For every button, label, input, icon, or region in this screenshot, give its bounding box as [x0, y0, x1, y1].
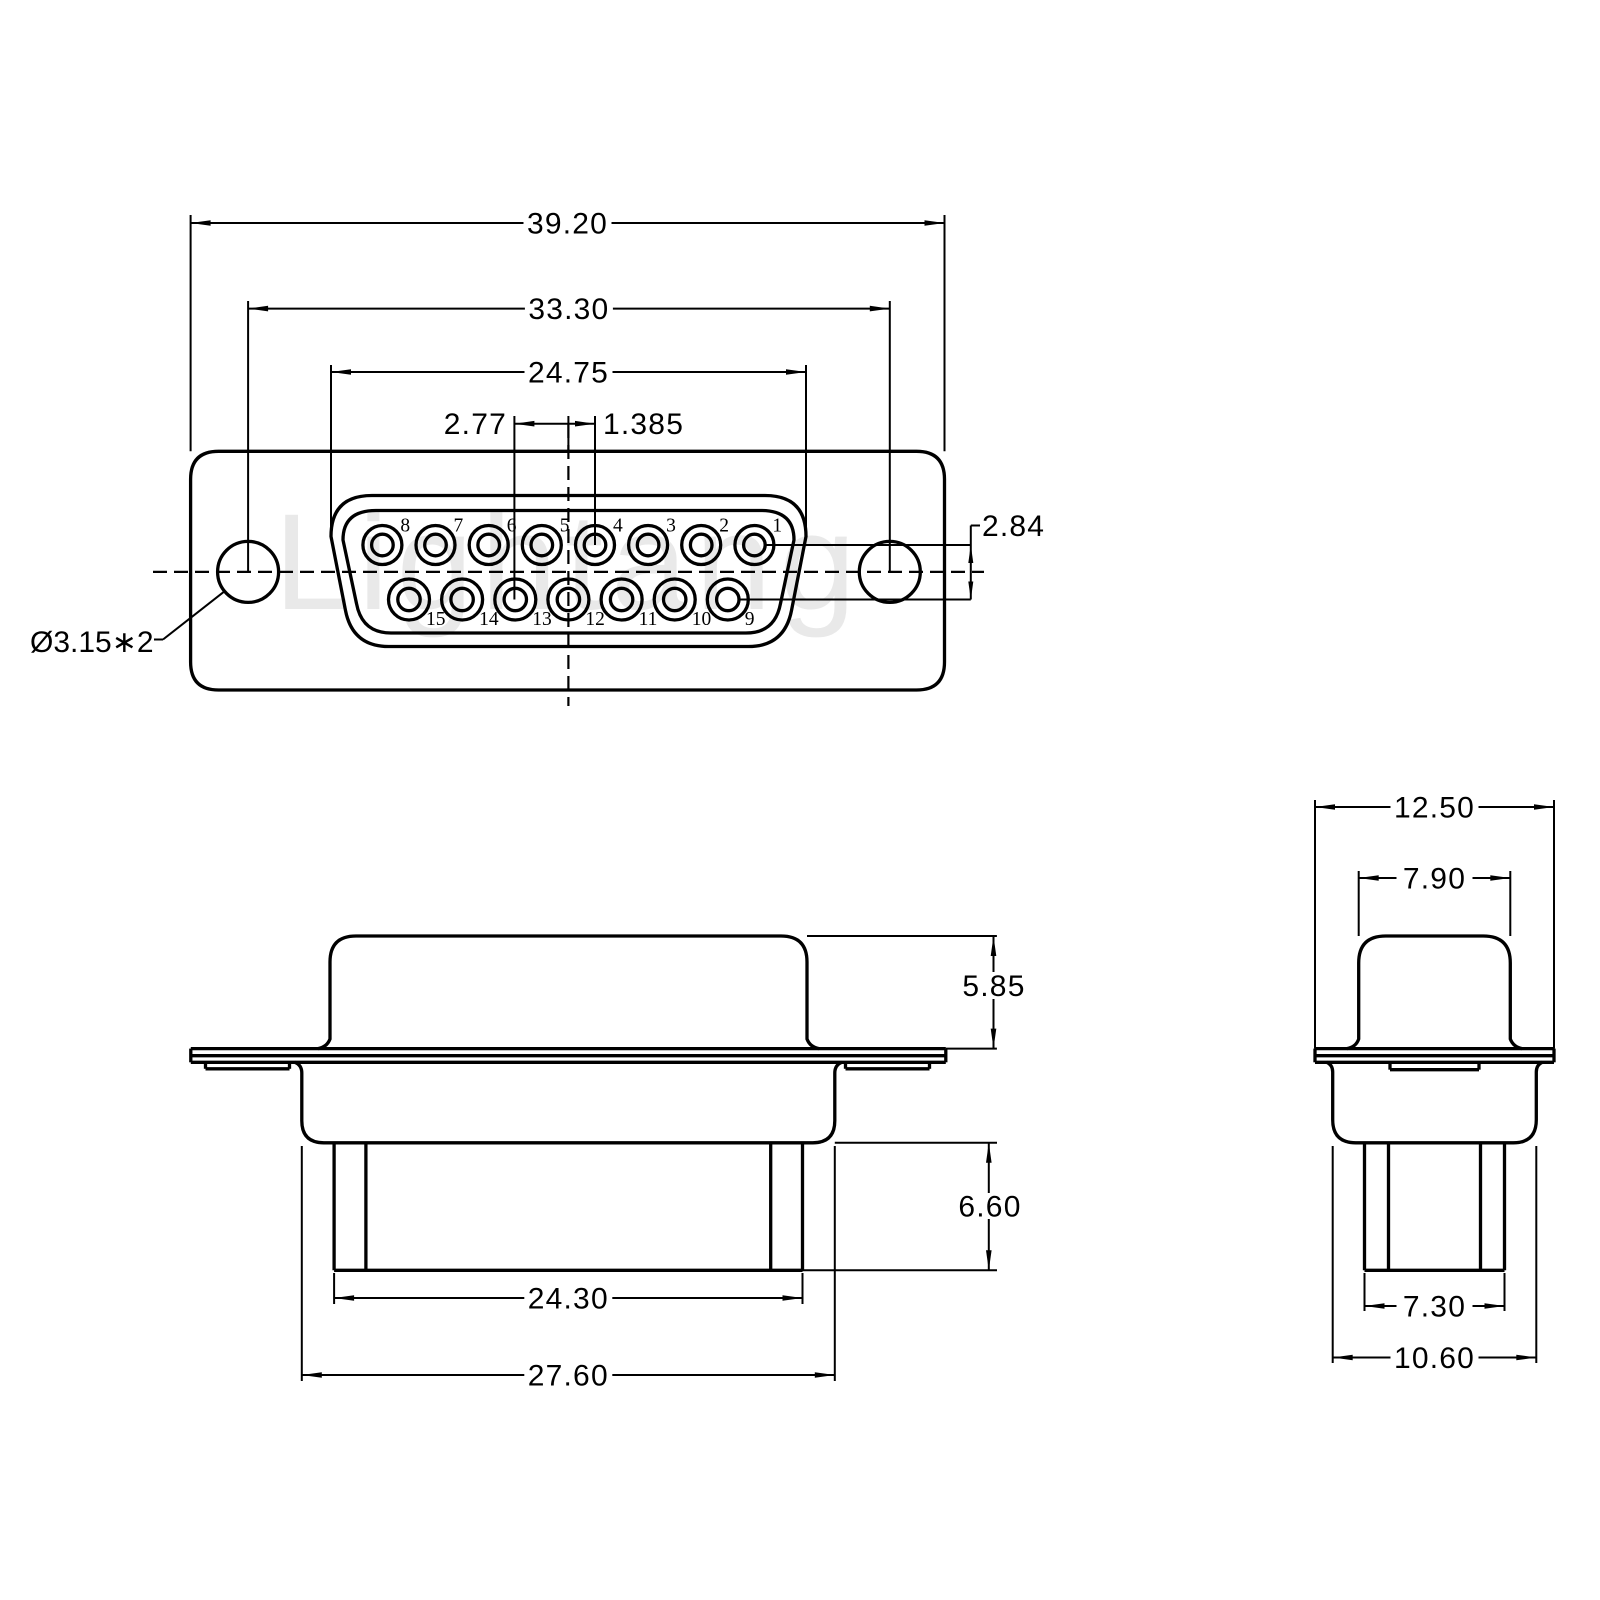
svg-text:7.90: 7.90 [1403, 863, 1466, 896]
svg-text:9: 9 [745, 609, 755, 630]
svg-text:2.77: 2.77 [444, 408, 507, 441]
svg-text:3: 3 [666, 516, 676, 537]
svg-text:14: 14 [479, 609, 499, 630]
svg-text:7: 7 [454, 516, 464, 537]
svg-text:39.20: 39.20 [527, 208, 608, 241]
svg-text:2: 2 [719, 516, 729, 537]
svg-text:12: 12 [585, 609, 605, 630]
svg-text:33.30: 33.30 [528, 293, 609, 326]
svg-text:6: 6 [507, 516, 517, 537]
svg-text:27.60: 27.60 [528, 1360, 609, 1393]
svg-text:10.60: 10.60 [1394, 1342, 1475, 1375]
svg-text:11: 11 [639, 609, 658, 630]
svg-text:12.50: 12.50 [1394, 792, 1475, 825]
svg-text:24.75: 24.75 [528, 357, 609, 390]
svg-text:Ø3.15∗2: Ø3.15∗2 [30, 626, 154, 659]
svg-text:7.30: 7.30 [1403, 1291, 1466, 1324]
svg-text:5.85: 5.85 [962, 970, 1025, 1003]
svg-text:13: 13 [532, 609, 552, 630]
svg-text:1: 1 [772, 516, 782, 537]
svg-text:6.60: 6.60 [958, 1191, 1021, 1224]
svg-text:8: 8 [400, 516, 410, 537]
svg-text:2.84: 2.84 [982, 510, 1045, 543]
svg-text:15: 15 [426, 609, 446, 630]
svg-text:1.385: 1.385 [603, 408, 684, 441]
svg-text:10: 10 [692, 609, 712, 630]
svg-text:24.30: 24.30 [528, 1283, 609, 1316]
svg-text:5: 5 [560, 516, 570, 537]
svg-text:4: 4 [613, 516, 623, 537]
